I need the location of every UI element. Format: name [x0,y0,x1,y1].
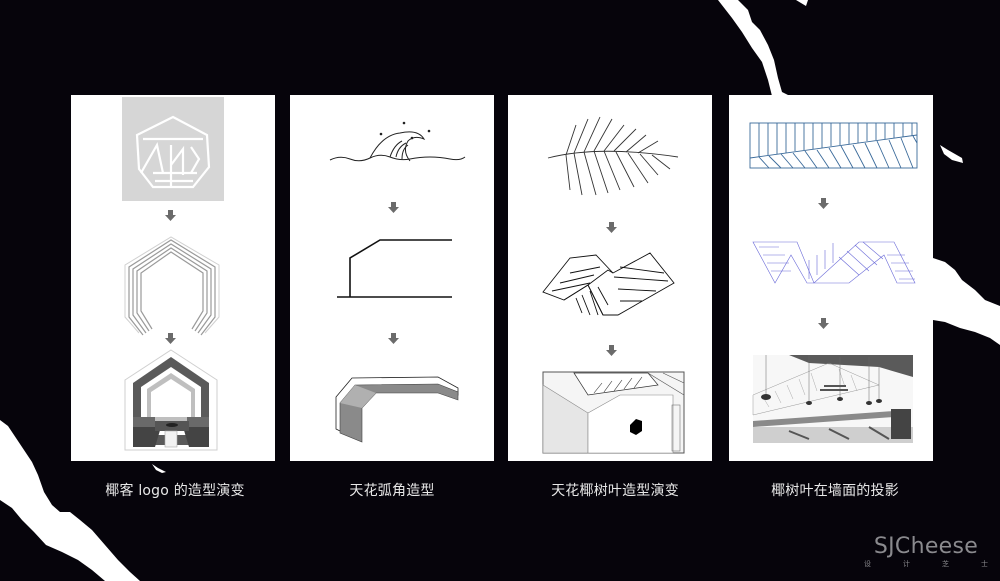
panel-leaf-wall-projection [729,95,933,461]
folded-leaf-planes [542,252,675,316]
ceiling-volume [335,376,459,443]
splash-right-fleck [940,145,963,163]
watermark-char: 计 [903,560,910,568]
wave-sketch [329,121,466,162]
arrow-down-icon [165,210,176,221]
watermark-char: 士 [981,560,988,568]
arrow-down-icon [818,198,829,209]
caption-ceiling-arc: 天花弧角造型 [349,483,435,499]
watermark-char: 芝 [942,560,949,568]
splash-bottom-left [0,420,140,581]
panel-coconut-leaf-ceiling [508,95,712,461]
splash-right-edge [933,258,1000,345]
watermark-char: 设 [864,560,871,568]
splash-under-panel [152,464,166,473]
zigzag-band [752,241,916,284]
arrow-down-icon [606,222,617,233]
arrow-down-icon [165,333,176,344]
panel-logo-evolution [71,95,275,461]
splash-top-right-small [796,0,808,6]
arrow-down-icon [606,345,617,356]
interior-render [752,355,913,443]
panel-ceiling-arc [290,95,494,461]
watermark-brand: SJCheese [873,534,979,559]
watermark-logo: SJCheese 设 计 芝 士 [858,535,994,569]
booth-seating [124,349,218,451]
logo-mark [122,97,224,201]
ceiling-render [542,371,685,454]
caption-logo-evolution: 椰客 logo 的造型演变 [105,483,245,499]
palm-leaf-sketch [547,116,679,196]
arrow-down-icon [388,333,399,344]
profile-line [337,239,452,298]
watermark-subtitle: 设 计 芝 士 [858,559,994,569]
striped-band [749,122,918,169]
caption-coconut-leaf-ceiling: 天花椰树叶造型演变 [551,483,679,499]
caption-leaf-wall-projection: 椰树叶在墙面的投影 [771,483,899,499]
arrow-down-icon [818,318,829,329]
hexagon-frame [124,236,220,336]
arrow-down-icon [388,202,399,213]
splash-top-right [718,0,790,96]
